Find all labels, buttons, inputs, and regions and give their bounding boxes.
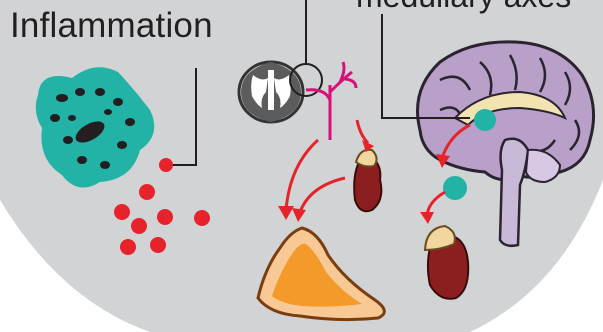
kidney-icon [354, 150, 381, 212]
label-inflammation: Inflammation [10, 8, 213, 43]
label-medullary-axes: medullary axes [356, 0, 571, 12]
